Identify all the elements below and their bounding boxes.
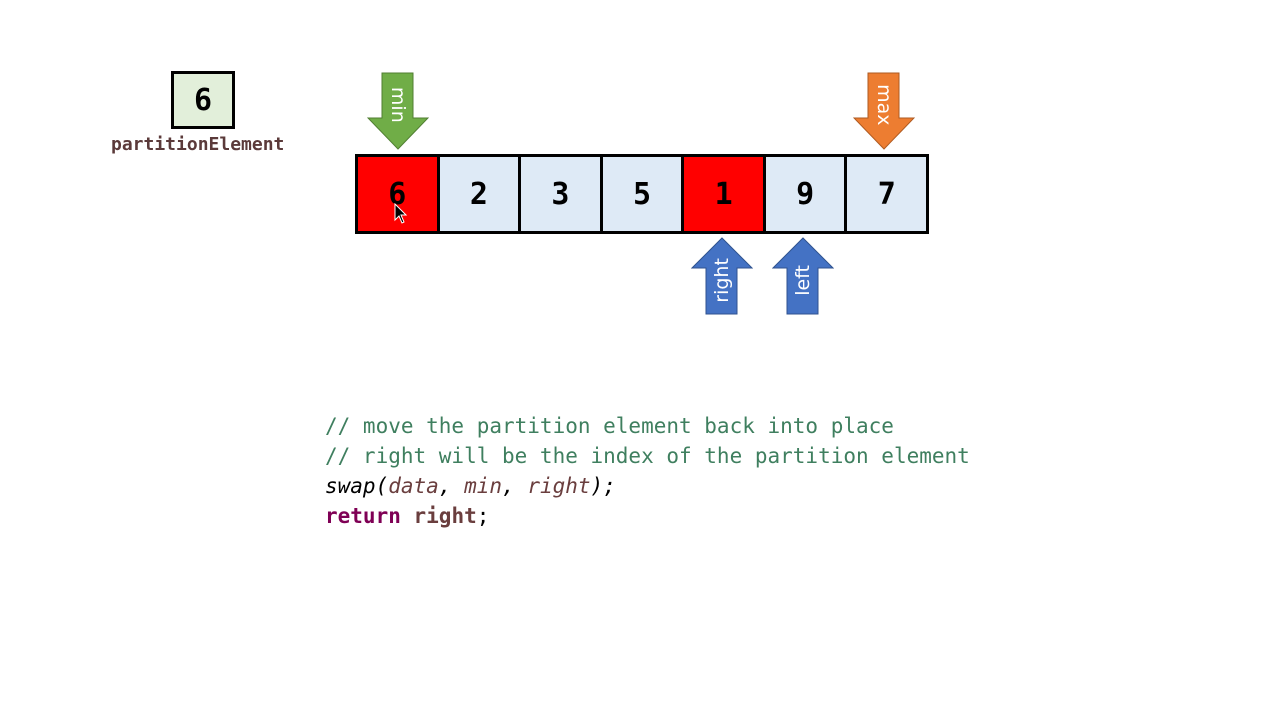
array: 6 2 3 5 1 9 7 bbox=[355, 154, 929, 234]
array-cell: 7 bbox=[847, 157, 927, 231]
array-cell: 1 bbox=[684, 157, 763, 231]
partition-element-label: partitionElement bbox=[111, 134, 285, 155]
right-pointer-arrow: right bbox=[691, 237, 753, 315]
code-swap-line: swap(data, min, right); bbox=[325, 474, 616, 498]
array-cell: 9 bbox=[765, 157, 845, 231]
left-pointer-arrow: left bbox=[772, 237, 834, 315]
code-comment: // right will be the index of the partit… bbox=[325, 444, 970, 468]
array-cell: 6 bbox=[358, 157, 437, 231]
partition-element-value: 6 bbox=[193, 82, 213, 118]
left-pointer-label: left bbox=[792, 265, 814, 296]
array-cell: 3 bbox=[521, 157, 600, 231]
array-cell: 2 bbox=[439, 157, 519, 231]
array-cell: 5 bbox=[602, 157, 682, 231]
code-return-line: return right; bbox=[325, 504, 490, 528]
code-comment: // move the partition element back into … bbox=[325, 414, 894, 438]
max-pointer-arrow: max bbox=[853, 72, 915, 150]
partition-element-box: 6 bbox=[171, 71, 235, 129]
mouse-cursor-icon bbox=[394, 202, 408, 229]
code-block: // move the partition element back into … bbox=[325, 411, 970, 531]
max-pointer-label: max bbox=[873, 84, 895, 126]
min-pointer-arrow: min bbox=[367, 72, 429, 150]
right-pointer-label: right bbox=[711, 258, 733, 303]
min-pointer-label: min bbox=[387, 86, 409, 123]
